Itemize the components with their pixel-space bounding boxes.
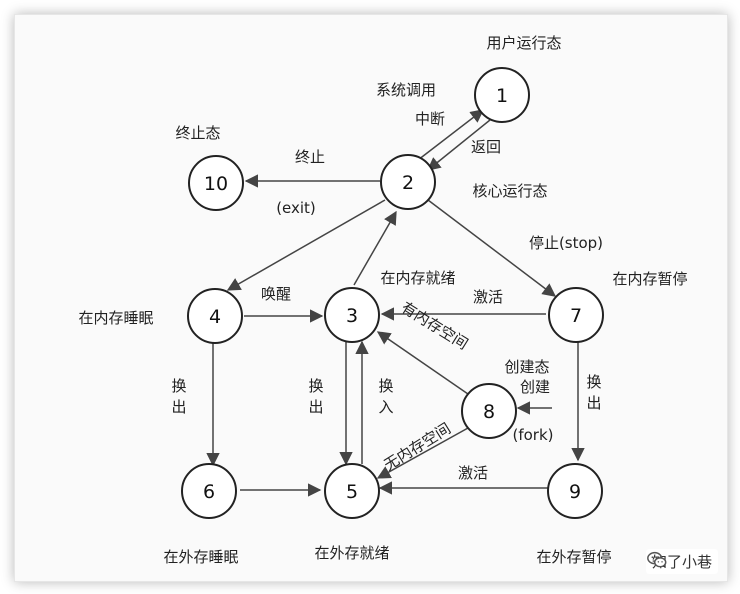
- state-node-2: 2: [380, 154, 436, 210]
- edges: [206, 109, 585, 497]
- state-node-6: 6: [181, 463, 237, 519]
- label-terminate: 终止: [295, 148, 325, 166]
- caption-mem-stopped: 在内存暂停: [612, 270, 687, 288]
- caption-created: 创建态: [504, 358, 549, 376]
- state-label-10: 10: [204, 173, 228, 195]
- state-node-1: 1: [474, 67, 530, 123]
- label-syscall: 系统调用: [376, 81, 436, 99]
- state-node-10: 10: [188, 155, 244, 211]
- edge-2-to-4: [226, 199, 386, 291]
- state-label-8: 8: [483, 401, 495, 423]
- caption-terminated: 终止态: [175, 124, 220, 142]
- label-has-mem-space: 有内存空间: [398, 298, 471, 353]
- state-label-1: 1: [496, 85, 508, 107]
- label-swapin: 换入: [378, 377, 393, 416]
- state-node-5: 5: [324, 463, 380, 519]
- state-node-8: 8: [461, 383, 517, 439]
- caption-user-running: 用户运行态: [486, 34, 561, 52]
- label-exit: (exit): [276, 199, 316, 217]
- state-label-9: 9: [569, 481, 581, 503]
- watermark: 知了小巷: [645, 549, 718, 574]
- caption-ext-sleep: 在外存睡眠: [163, 548, 238, 566]
- label-wakeup: 唤醒: [261, 285, 291, 303]
- caption-kernel-running: 核心运行态: [472, 182, 547, 200]
- state-label-6: 6: [203, 481, 215, 503]
- edge-2-to-1: [417, 109, 485, 161]
- label-create: 创建: [520, 378, 550, 396]
- label-stop: 停止(stop): [529, 234, 603, 252]
- label-swapout-right: 换出: [586, 373, 601, 412]
- edge-8-to-5: [376, 427, 469, 479]
- state-node-9: 9: [547, 463, 603, 519]
- label-return: 返回: [471, 138, 501, 156]
- label-interrupt: 中断: [415, 110, 445, 128]
- state-label-3: 3: [346, 305, 358, 327]
- label-swapout-left: 换出: [171, 377, 186, 416]
- caption-ext-stopped: 在外存暂停: [536, 548, 611, 566]
- edge-3-to-2: [353, 210, 397, 286]
- caption-ext-ready: 在外存就绪: [314, 544, 389, 562]
- edge-8-to-3: [376, 331, 469, 395]
- state-node-7: 7: [548, 287, 604, 343]
- label-activate-ext: 激活: [458, 464, 488, 482]
- caption-mem-ready: 在内存就绪: [380, 269, 455, 287]
- state-captions: 用户运行态 核心运行态 在内存就绪 在内存睡眠 在外存就绪 在外存睡眠 在内存暂…: [78, 34, 687, 566]
- state-label-4: 4: [209, 306, 221, 328]
- label-fork: (fork): [512, 426, 553, 444]
- state-node-4: 4: [187, 288, 243, 344]
- state-node-3: 3: [324, 287, 380, 343]
- state-label-5: 5: [346, 481, 358, 503]
- watermark-text: 知了小巷: [651, 553, 712, 571]
- vertical-edge-labels: 换出 换出 换入 换出: [171, 373, 601, 416]
- label-no-mem-space: 无内存空间: [381, 419, 454, 474]
- edge-2-to-7: [427, 199, 557, 297]
- label-swapout-mid: 换出: [308, 377, 323, 416]
- label-activate-mem: 激活: [473, 288, 503, 306]
- caption-mem-sleep: 在内存睡眠: [78, 309, 153, 327]
- state-label-2: 2: [402, 172, 414, 194]
- state-label-7: 7: [570, 305, 582, 327]
- edge-1-to-2: [426, 119, 491, 171]
- wechat-icon: [647, 551, 667, 568]
